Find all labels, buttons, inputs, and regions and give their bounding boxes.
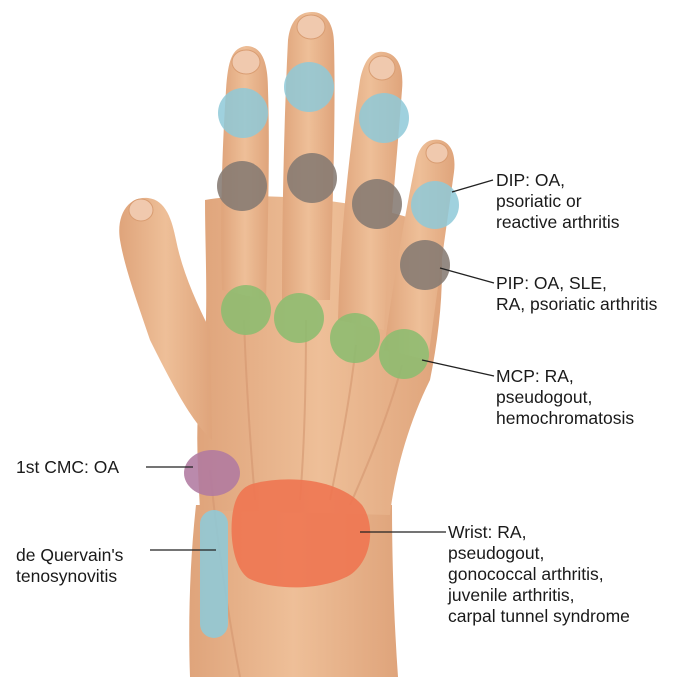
dip-marker [359,93,409,143]
index-nail [232,50,260,74]
dip-label: DIP: OA, psoriatic or reactive arthritis [496,170,620,233]
pip-marker [400,240,450,290]
wrist-label: Wrist: RA, pseudogout, gonococcal arthri… [448,522,630,627]
cmc-label-line: 1st CMC: OA [16,457,119,478]
dip-label-line: psoriatic or [496,191,620,212]
quervain-label: de Quervain's tenosynovitis [16,545,123,587]
little-nail [426,143,448,163]
middle-nail [297,15,325,39]
thumb-nail [129,199,153,221]
cmc-label: 1st CMC: OA [16,457,119,478]
quervain-label-line: tenosynovitis [16,566,123,587]
cmc-marker [184,450,240,496]
ring-nail [369,56,395,80]
dip-label-line: reactive arthritis [496,212,620,233]
mcp-label-line: MCP: RA, [496,366,634,387]
mcp-label-line: pseudogout, [496,387,634,408]
dip-marker [411,181,459,229]
wrist-label-line: gonococcal arthritis, [448,564,630,585]
pip-marker [217,161,267,211]
mcp-marker [330,313,380,363]
pip-label: PIP: OA, SLE, RA, psoriatic arthritis [496,273,657,315]
dip-marker [284,62,334,112]
mcp-marker [221,285,271,335]
thumb [119,198,212,440]
pip-marker [287,153,337,203]
pip-label-line: PIP: OA, SLE, [496,273,657,294]
quervain-marker [200,510,228,638]
dip-label-line: DIP: OA, [496,170,620,191]
mcp-marker [379,329,429,379]
mcp-marker [274,293,324,343]
mcp-label-line: hemochromatosis [496,408,634,429]
dip-leader [452,180,493,192]
wrist-label-line: carpal tunnel syndrome [448,606,630,627]
wrist-label-line: juvenile arthritis, [448,585,630,606]
wrist-label-line: pseudogout, [448,543,630,564]
wrist-marker [232,479,371,587]
pip-label-line: RA, psoriatic arthritis [496,294,657,315]
mcp-leader [422,360,494,376]
mcp-label: MCP: RA, pseudogout, hemochromatosis [496,366,634,429]
dip-marker [218,88,268,138]
quervain-label-line: de Quervain's [16,545,123,566]
pip-leader [440,268,494,283]
wrist-label-line: Wrist: RA, [448,522,630,543]
pip-marker [352,179,402,229]
